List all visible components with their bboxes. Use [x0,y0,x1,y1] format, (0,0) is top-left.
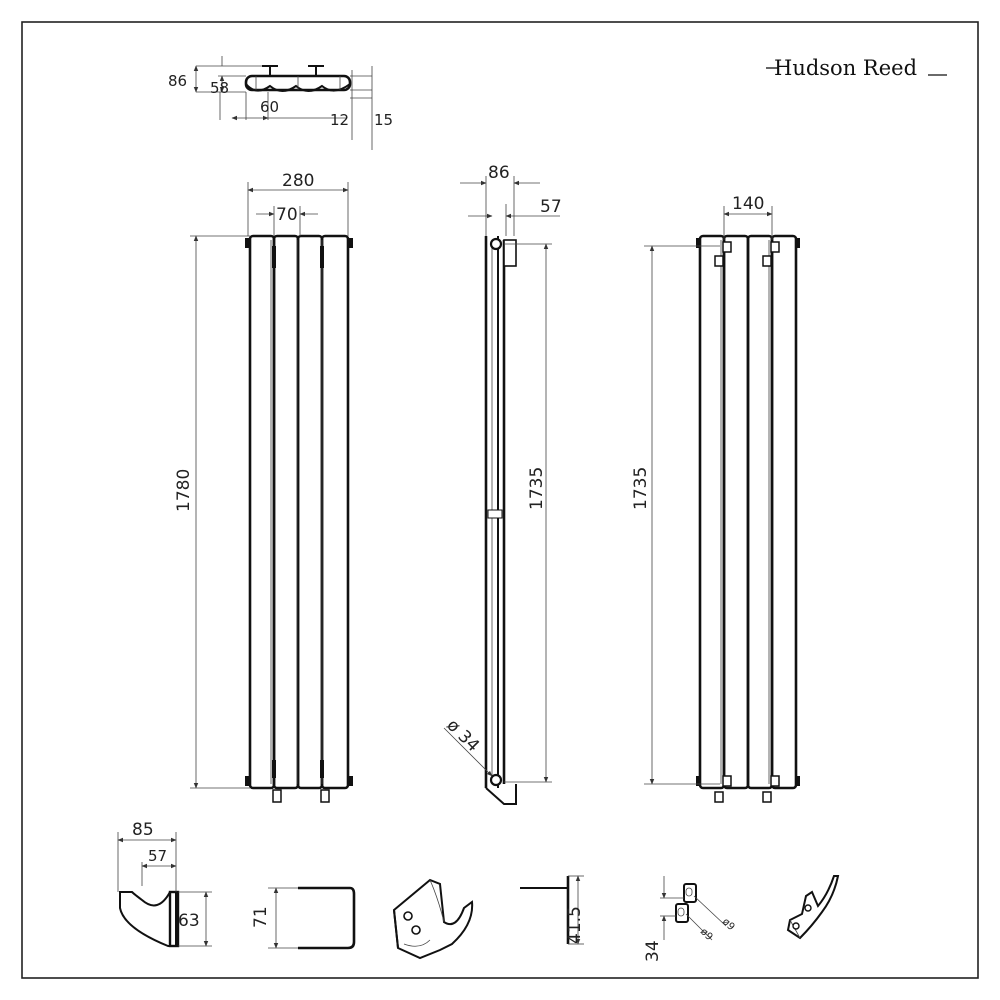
brand-logo: Hudson Reed [766,56,947,80]
detail-hook [786,875,840,940]
detail-wall-bracket [392,878,474,960]
dim-bracket-gap: 57 [148,847,167,865]
side-view: 86 57 1735 ø 34 [442,163,562,805]
dim-clip-height: 41.5 [565,906,585,944]
dim-pipe-spacing: 60 [260,98,279,116]
dim-plate-height: 34 [643,940,663,962]
front-view: 280 70 1780 [174,171,353,803]
dim-pipe-diameter: ø 34 [442,715,483,756]
detail-bracket: 85 57 63 [117,820,212,948]
brand-name: Hudson Reed [774,56,917,80]
dim-column-spacing: 70 [276,205,298,225]
dim-plate-hole-a: ø9 [720,916,737,933]
detail-plate: 34 ø9 ø9 [643,876,736,962]
dim-bracket-height: 63 [178,911,200,931]
dim-offset-a: 12 [330,111,349,129]
dim-height: 1780 [174,469,194,512]
dim-wall-gap: 57 [540,197,562,217]
top-view: 86 58 60 12 15 [168,56,393,150]
dim-width: 280 [282,171,314,191]
dim-cover-height: 71 [251,906,271,928]
drawing-frame [21,21,979,979]
dim-side-depth: 86 [488,163,510,183]
dim-side-height: 1735 [527,467,547,510]
dim-depth-pipe: 58 [210,79,229,97]
detail-clip: 41.5 [520,875,585,945]
dim-bracket-width: 85 [132,820,154,840]
detail-cover: 71 [251,886,356,950]
dim-rear-height: 1735 [631,467,651,510]
rear-view: 140 1735 [631,194,800,803]
dim-bracket-spacing: 140 [732,194,764,214]
dim-offset-b: 15 [374,111,393,129]
dim-depth-total: 86 [168,72,187,90]
